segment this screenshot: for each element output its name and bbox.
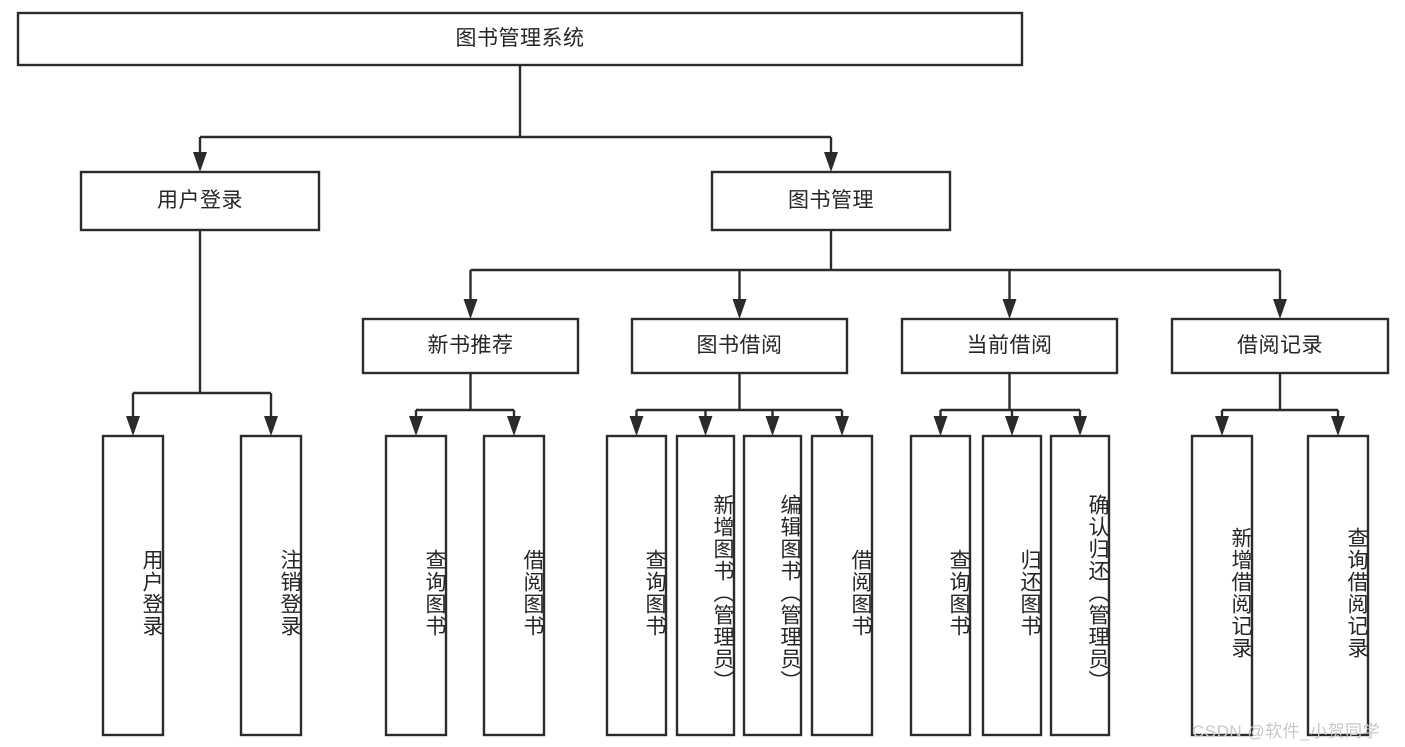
leaf-node-编辑图书管理员-box-6[interactable] xyxy=(742,434,803,737)
arrow-down-icon-leaf-3-0 xyxy=(933,416,948,436)
leaf-node-借阅图书-box-3[interactable] xyxy=(482,434,546,737)
arrow-down-icon-leaf-2-0 xyxy=(629,416,644,436)
arrow-down-icon-leaf-1-1 xyxy=(507,416,521,436)
arrow-down-icon-l3-3 xyxy=(1273,299,1287,319)
leaf-node-借阅图书-box-7[interactable] xyxy=(810,434,874,737)
arrow-down-icon-leaf-2-1 xyxy=(698,416,713,436)
level2-node-用户登录-box-0[interactable] xyxy=(79,170,321,232)
arrow-down-icon-leaf-0-1 xyxy=(264,416,278,436)
level3-node-当前借阅-box-2[interactable] xyxy=(900,317,1119,375)
arrow-down-icon-leaf-2-2 xyxy=(765,416,780,436)
level2-node-图书管理-box-1[interactable] xyxy=(710,170,952,232)
csdn-watermark: CSDN @软件_小贺同学 xyxy=(1192,722,1381,741)
leaf-node-确认归还管理员-box-10[interactable] xyxy=(1049,434,1111,737)
arrow-down-icon-leaf-1-0 xyxy=(409,416,423,436)
node-boxes-layer xyxy=(16,11,1390,737)
arrow-down-icon-leaf-3-1 xyxy=(1005,416,1019,436)
arrow-down-icon-leaf-2-3 xyxy=(835,416,849,436)
leaf-node-新增借阅记录-box-11[interactable] xyxy=(1190,434,1254,737)
leaf-node-查询图书-box-8[interactable] xyxy=(909,434,972,737)
level3-node-图书借阅-box-1[interactable] xyxy=(630,317,849,375)
arrow-down-icon-leaf-4-1 xyxy=(1331,416,1345,436)
leaf-node-新增图书管理员-box-5[interactable] xyxy=(675,434,736,737)
arrow-down-icon-leaf-0-0 xyxy=(126,416,140,436)
arrow-down-icon-leaf-3-2 xyxy=(1073,416,1087,436)
level3-node-新书推荐-box-0[interactable] xyxy=(361,317,580,375)
arrow-down-icon-l3-0 xyxy=(463,299,478,319)
leaf-node-查询图书-box-4[interactable] xyxy=(605,434,668,737)
level3-node-借阅记录-box-3[interactable] xyxy=(1170,317,1390,375)
arrow-down-icon-l3-1 xyxy=(732,299,747,319)
leaf-node-查询借阅记录-box-12[interactable] xyxy=(1306,434,1370,737)
leaf-node-归还图书-box-9[interactable] xyxy=(981,434,1043,737)
connectors-layer xyxy=(126,65,1345,436)
leaf-node-查询图书-box-2[interactable] xyxy=(384,434,448,737)
root-node-box-0[interactable] xyxy=(16,11,1024,67)
arrow-down-icon-l2-1 xyxy=(824,152,838,172)
arrow-down-icon-l2-0 xyxy=(193,152,207,172)
leaf-node-注销登录-box-1[interactable] xyxy=(239,434,303,737)
arrow-down-icon-l3-2 xyxy=(1002,299,1017,319)
arrow-down-icon-leaf-4-0 xyxy=(1215,416,1229,436)
leaf-node-用户登录-box-0[interactable] xyxy=(101,434,165,737)
